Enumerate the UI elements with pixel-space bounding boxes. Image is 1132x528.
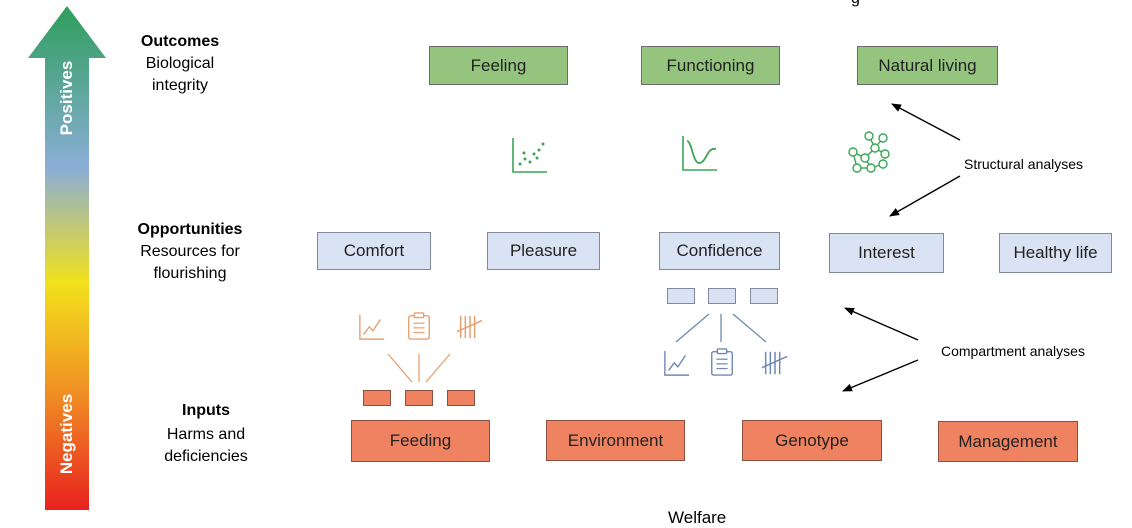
outcomes-desc-1: Biological	[145, 55, 215, 72]
feeding-subbox	[405, 390, 433, 406]
feeding-subbox	[363, 390, 391, 406]
confidence-subbox	[667, 288, 695, 304]
confidence-subbox	[750, 288, 778, 304]
opportunity-box-pleasure: Pleasure	[487, 232, 600, 270]
opportunities-title: Opportunities	[137, 221, 243, 238]
compartment-analyses-label: Compartment analyses	[941, 343, 1085, 359]
input-box-feeding: Feeding	[351, 420, 490, 462]
opportunities-desc-1: Resources for	[140, 243, 240, 260]
outcomes-title: Outcomes	[140, 33, 220, 50]
opportunities-desc-2: flourishing	[153, 265, 227, 282]
inputs-title: Inputs	[182, 402, 230, 419]
input-box-environment: Environment	[546, 420, 685, 461]
curve-chart-icon	[682, 136, 717, 171]
outcomes-desc-2: integrity	[151, 77, 209, 94]
input-box-genotype: Genotype	[742, 420, 882, 461]
tally-marks-icon	[761, 351, 788, 375]
opportunity-box-comfort: Comfort	[317, 232, 431, 270]
scatter-plot-icon	[512, 138, 547, 173]
network-icon	[848, 131, 890, 173]
top-cut-text: g	[851, 0, 860, 8]
tally-marks-icon	[456, 315, 483, 339]
inputs-desc-1: Harms and	[166, 426, 246, 443]
input-box-management: Management	[938, 421, 1078, 462]
opportunity-box-healthy-life: Healthy life	[999, 233, 1112, 273]
structural-analyses-label: Structural analyses	[964, 156, 1084, 172]
line-chart-icon	[359, 314, 385, 340]
clipboard-icon	[408, 312, 430, 340]
outcome-box-natural-living: Natural living	[857, 46, 998, 85]
outcome-box-feeling: Feeling	[429, 46, 568, 85]
positives-negatives-arrow	[28, 6, 106, 510]
line-chart-icon	[664, 350, 690, 376]
inputs-desc-2: deficiencies	[164, 448, 248, 465]
opportunity-box-interest: Interest	[829, 233, 944, 273]
feeding-subbox	[447, 390, 475, 406]
clipboard-icon	[711, 348, 733, 376]
outcome-box-functioning: Functioning	[641, 46, 780, 85]
confidence-subbox	[708, 288, 736, 304]
welfare-footer: Welfare	[668, 508, 727, 527]
opportunity-box-confidence: Confidence	[659, 232, 780, 270]
